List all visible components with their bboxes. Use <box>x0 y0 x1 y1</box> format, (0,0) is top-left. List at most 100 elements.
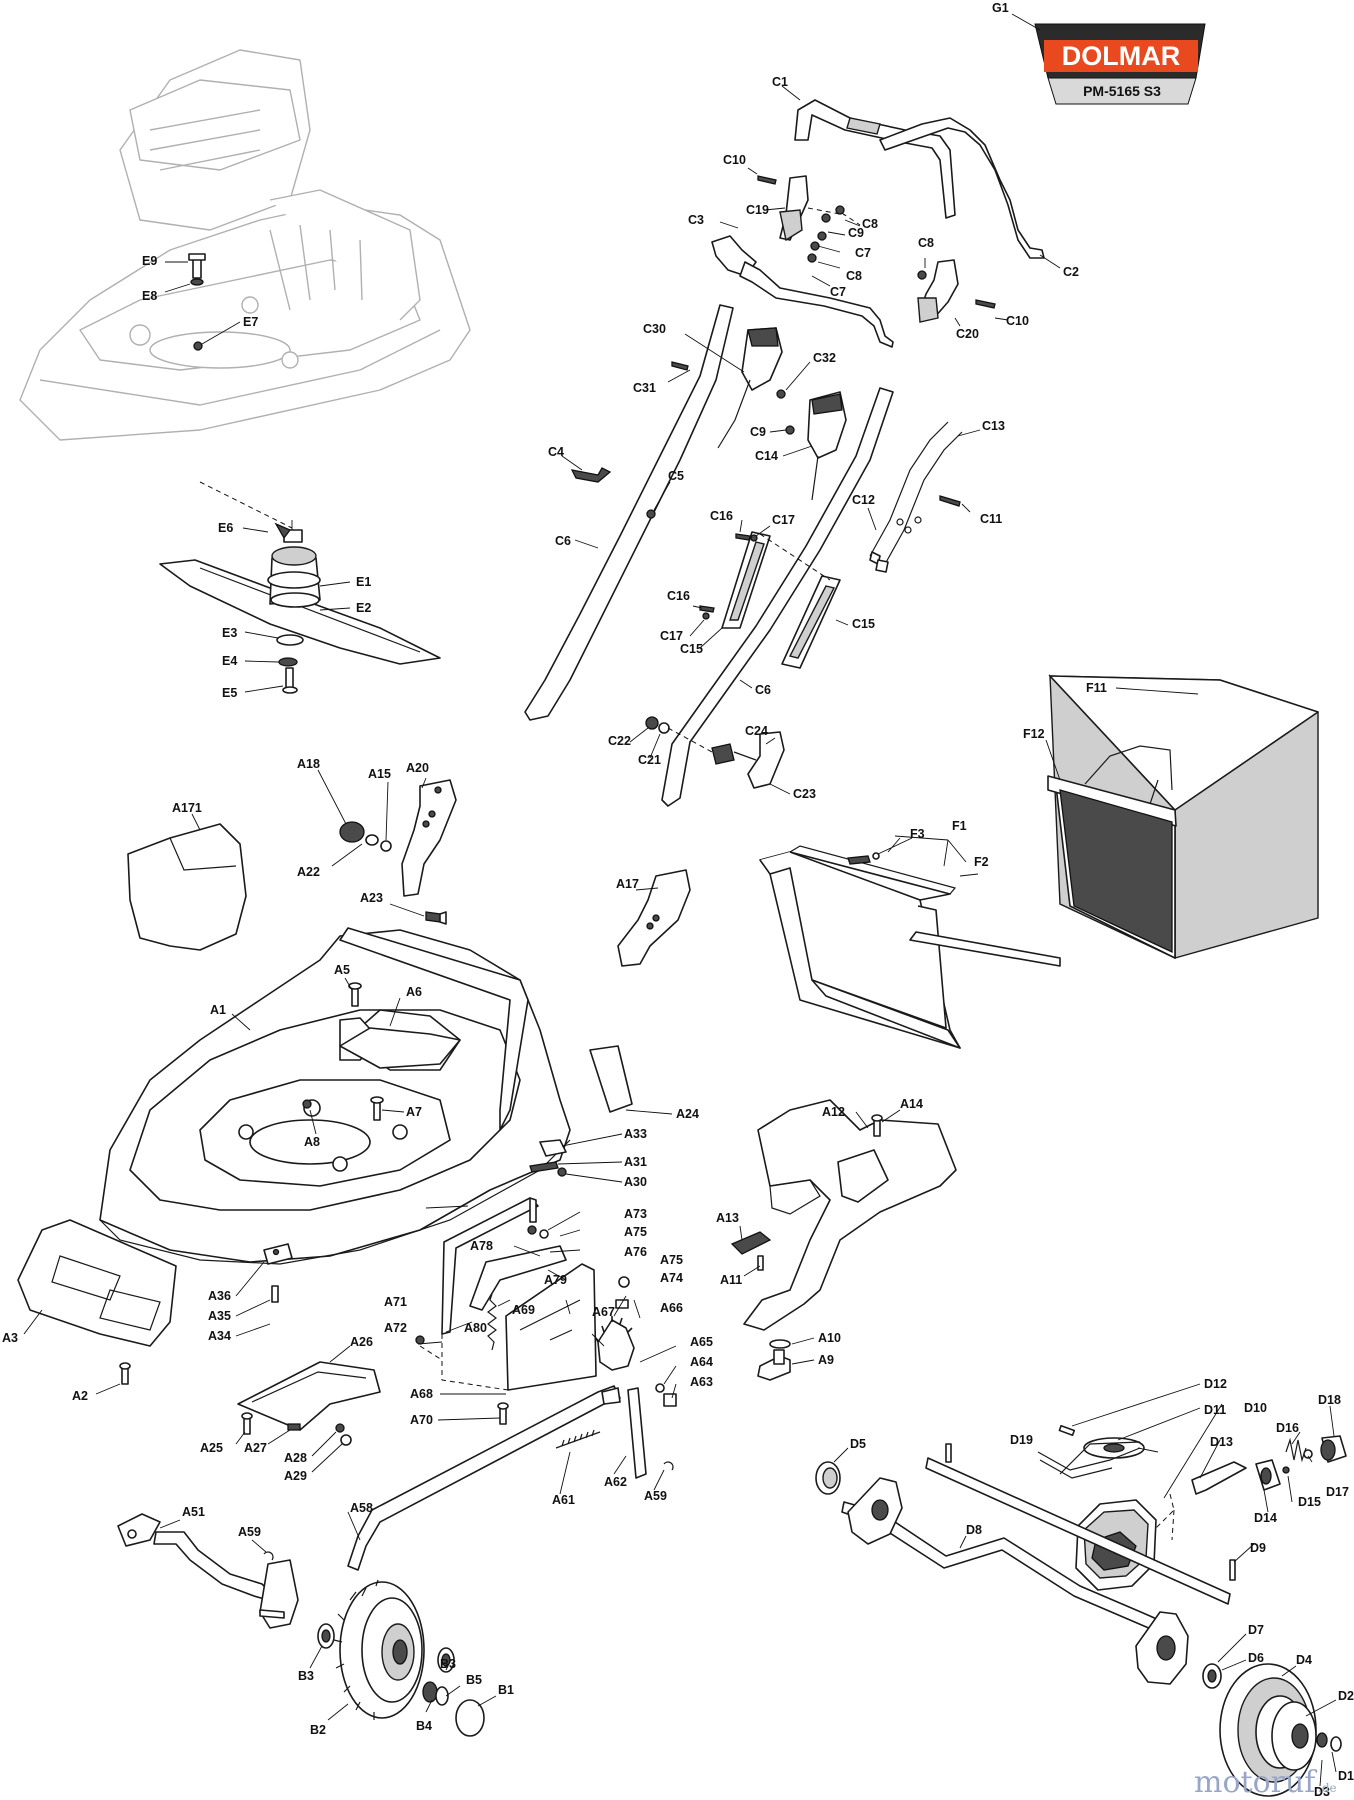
label-A24: A24 <box>676 1107 699 1121</box>
engine-deck-ghost <box>19 49 471 441</box>
label-A5: A5 <box>334 963 350 977</box>
label-A12: A12 <box>822 1105 845 1119</box>
blade-E2 <box>159 559 441 665</box>
label-D3: D3 <box>1314 1785 1330 1799</box>
label-C16: C16 <box>710 509 733 523</box>
rear-guard-A12 <box>743 1099 957 1331</box>
pin-D12 <box>1058 1424 1076 1437</box>
cover-A24 <box>589 1045 633 1113</box>
washer-E4 <box>278 657 298 667</box>
label-D11: D11 <box>1204 1403 1226 1417</box>
link-A62 <box>627 1387 647 1479</box>
bracket-right-drive <box>1135 1611 1189 1685</box>
label-C17b: C17 <box>660 629 683 643</box>
label-C7: C7 <box>855 246 871 260</box>
label-A27: A27 <box>244 1441 267 1455</box>
cables-C12-C13 <box>869 421 963 573</box>
cap-B1 <box>455 1699 485 1737</box>
label-D15: D15 <box>1298 1495 1321 1509</box>
label-A171: A171 <box>172 801 202 815</box>
label-C13: C13 <box>982 419 1005 433</box>
label-B5: B5 <box>466 1673 482 1687</box>
label-F2: F2 <box>974 855 989 869</box>
label-E9: E9 <box>142 254 157 268</box>
label-C4: C4 <box>548 445 564 459</box>
label-A65: A65 <box>690 1335 713 1349</box>
bracket-left-drive <box>847 1477 903 1545</box>
spacer-A15 <box>380 840 392 852</box>
label-A68: A68 <box>410 1387 433 1401</box>
rod-F2 <box>909 931 1061 967</box>
label-A14: A14 <box>900 1097 923 1111</box>
label-C24: C24 <box>745 724 768 738</box>
label-A15: A15 <box>368 767 391 781</box>
screw-A70 <box>497 1402 509 1425</box>
bushing-D14-D15 <box>1255 1459 1290 1491</box>
front-wheel-B2 <box>333 1579 425 1720</box>
lower-handle-C6-right <box>661 387 894 807</box>
label-A6: A6 <box>406 985 422 999</box>
label-A66: A66 <box>660 1301 683 1315</box>
label-A78: A78 <box>470 1239 493 1253</box>
label-D9: D9 <box>1250 1541 1266 1555</box>
spring-A61 <box>555 1429 601 1449</box>
clip-F3 <box>847 852 880 865</box>
label-D10: D10 <box>1244 1401 1267 1415</box>
upper-handle-C1 <box>794 99 1045 259</box>
label-C22: C22 <box>608 734 631 748</box>
label-A51: A51 <box>182 1505 205 1519</box>
label-A71: A71 <box>384 1295 407 1309</box>
label-A8: A8 <box>304 1135 320 1149</box>
label-C14: C14 <box>755 449 778 463</box>
logo-model: PM-5165 S3 <box>1083 83 1161 99</box>
label-C12: C12 <box>852 493 875 507</box>
latch-A13 <box>730 1231 772 1271</box>
label-A22: A22 <box>297 865 320 879</box>
label-C6: C6 <box>555 534 571 548</box>
spring-A80 <box>487 1293 497 1351</box>
cap-D1-D3 <box>1316 1732 1342 1752</box>
clip-C4 <box>570 467 612 483</box>
label-D5: D5 <box>850 1437 866 1451</box>
washer-E3 <box>276 634 304 646</box>
label-C31: C31 <box>633 381 656 395</box>
label-C8b: C8 <box>846 269 862 283</box>
bolt-E5 <box>282 667 298 694</box>
label-A67: A67 <box>592 1305 615 1319</box>
screws-C16-C17 <box>699 533 758 620</box>
label-D17: D17 <box>1326 1485 1349 1499</box>
label-A73: A73 <box>624 1207 647 1221</box>
bushing-A18 <box>339 821 365 843</box>
label-C30: C30 <box>643 322 666 336</box>
label-A75b: A75 <box>660 1253 683 1267</box>
label-F12: F12 <box>1023 727 1045 741</box>
label-C10: C10 <box>723 153 746 167</box>
screws-A25-A27 <box>241 1412 301 1435</box>
screw-C31 <box>671 361 689 371</box>
washer-B4-B5 <box>422 1681 449 1706</box>
label-D7: D7 <box>1248 1623 1264 1637</box>
clamp-A33 <box>529 1139 567 1177</box>
label-C6b: C6 <box>755 683 771 697</box>
front-guard-A171 <box>127 823 247 951</box>
label-A33: A33 <box>624 1127 647 1141</box>
label-A61: A61 <box>552 1493 575 1507</box>
clips-A59 <box>263 1461 674 1561</box>
bearing-D6-D7 <box>1202 1663 1222 1689</box>
label-F3: F3 <box>910 827 925 841</box>
label-A72: A72 <box>384 1321 407 1335</box>
label-A23: A23 <box>360 891 383 905</box>
handle-cover-C15 <box>721 531 841 669</box>
watermark-text: motoruf <box>1194 1765 1317 1800</box>
nut-A8 <box>302 1099 312 1109</box>
label-C9: C9 <box>848 226 864 240</box>
logo-brand: DOLMAR <box>1062 41 1180 71</box>
label-A2: A2 <box>72 1389 88 1403</box>
label-D8: D8 <box>966 1523 982 1537</box>
nut-C9b <box>785 425 795 435</box>
bolt-A23 <box>425 911 447 925</box>
label-A62: A62 <box>604 1475 627 1489</box>
label-C15b: C15 <box>680 642 703 656</box>
label-A74: A74 <box>660 1271 683 1285</box>
